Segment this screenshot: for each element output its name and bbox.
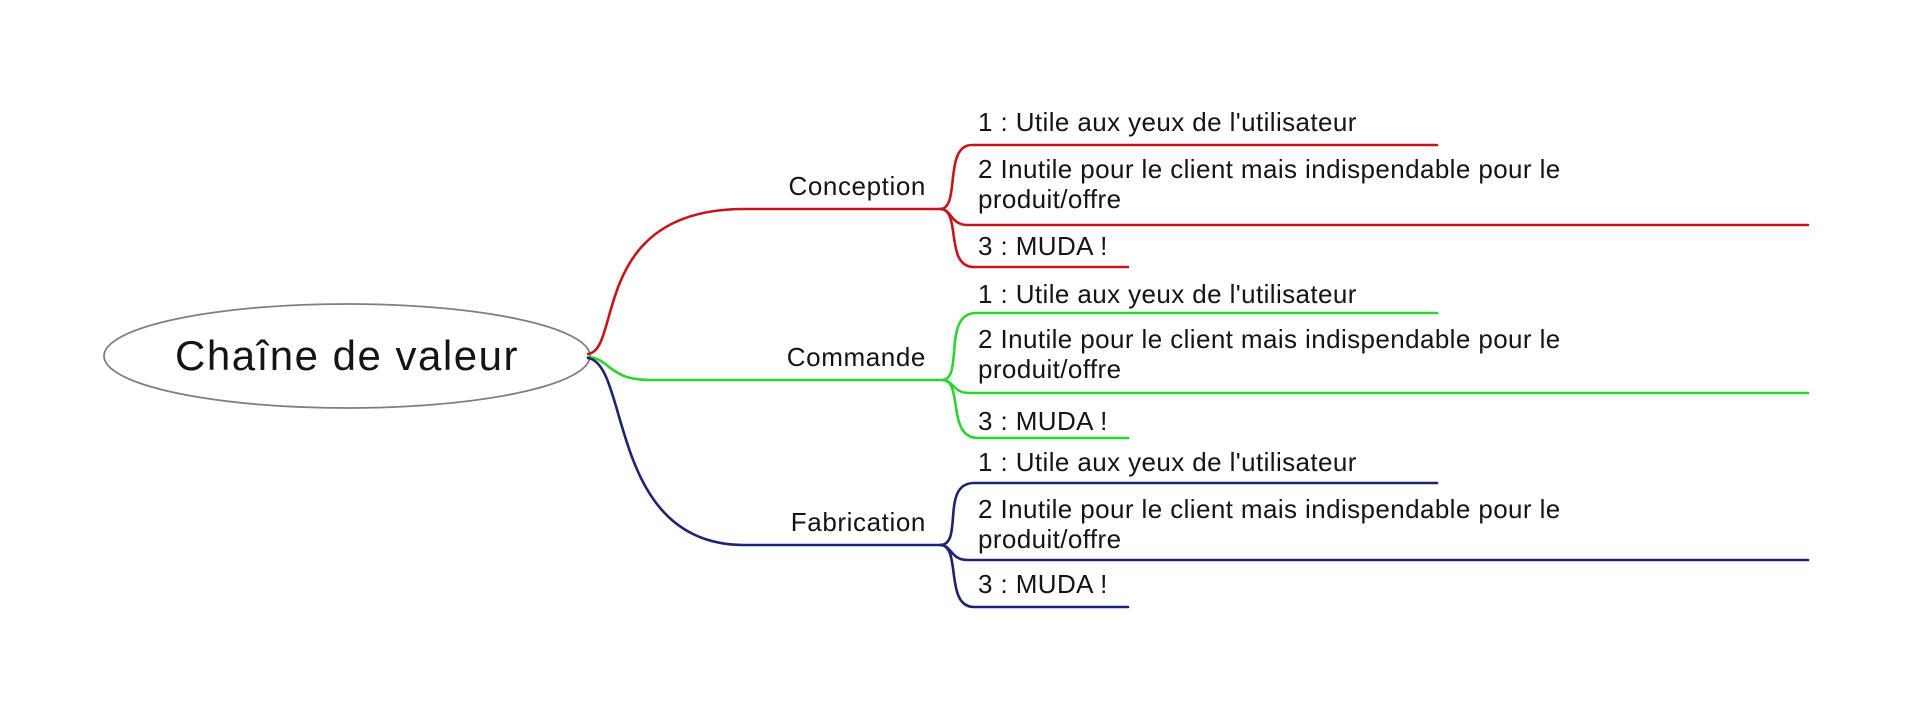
edge-root-to-conception — [586, 207, 942, 356]
edge-root-to-commande — [586, 355, 944, 382]
branch-edges-commande — [586, 311, 1810, 440]
branch-node-conception[interactable]: Conception — [788, 171, 926, 201]
edge-conception-child-3 — [938, 207, 1130, 269]
leaf-node-commande-2[interactable]: 2 Inutile pour le client mais indispenda… — [978, 324, 1561, 384]
leaf-line-2: produit/offre — [978, 524, 1122, 554]
leaf-node-conception-1[interactable]: 1 : Utile aux yeux de l'utilisateur — [978, 107, 1357, 137]
branch-edges-conception — [586, 143, 1810, 356]
leaf-line-2: produit/offre — [978, 354, 1122, 384]
edge-fabrication-child-3 — [938, 543, 1130, 609]
leaf-node-conception-3[interactable]: 3 : MUDA ! — [978, 231, 1108, 261]
leaf-node-fabrication-2[interactable]: 2 Inutile pour le client mais indispenda… — [978, 494, 1561, 554]
leaf-node-conception-2[interactable]: 2 Inutile pour le client mais indispenda… — [978, 154, 1561, 214]
leaf-node-fabrication-1[interactable]: 1 : Utile aux yeux de l'utilisateur — [978, 447, 1357, 477]
leaf-node-fabrication-3[interactable]: 3 : MUDA ! — [978, 569, 1108, 599]
branch-edges-fabrication — [586, 356, 1810, 609]
leaf-node-commande-1[interactable]: 1 : Utile aux yeux de l'utilisateur — [978, 279, 1357, 309]
edge-commande-child-1 — [940, 311, 1439, 382]
branch-node-commande[interactable]: Commande — [786, 342, 926, 372]
root-node-label[interactable]: Chaîne de valeur — [175, 332, 519, 379]
leaf-node-commande-3[interactable]: 3 : MUDA ! — [978, 406, 1108, 436]
leaf-line-1: 2 Inutile pour le client mais indispenda… — [978, 494, 1561, 524]
edge-fabrication-child-1 — [938, 481, 1439, 547]
edge-commande-child-3 — [940, 378, 1130, 440]
leaf-line-2: produit/offre — [978, 184, 1122, 214]
leaf-line-1: 2 Inutile pour le client mais indispenda… — [978, 154, 1561, 184]
edge-conception-child-1 — [938, 143, 1439, 211]
leaf-line-1: 2 Inutile pour le client mais indispenda… — [978, 324, 1561, 354]
edge-root-to-fabrication — [586, 356, 942, 547]
branch-node-fabrication[interactable]: Fabrication — [790, 507, 926, 537]
